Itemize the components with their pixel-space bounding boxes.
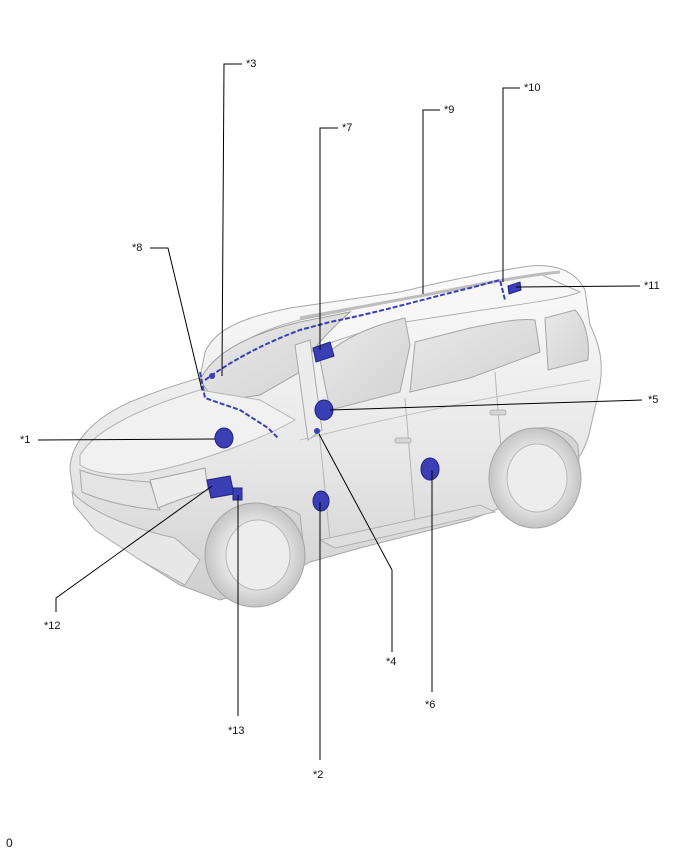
leader-9 <box>422 109 440 294</box>
door-line-front <box>317 419 331 541</box>
component-6-speaker <box>420 457 440 481</box>
callout-label-10: *10 <box>524 82 541 94</box>
callout-label-8: *8 <box>132 242 143 254</box>
leader-lines <box>37 63 643 760</box>
leader-8 <box>150 247 203 391</box>
component-3-sensor <box>209 373 215 379</box>
leader-3 <box>221 63 242 377</box>
door-line-mid <box>404 397 416 521</box>
figure-code: 0 <box>6 836 13 850</box>
door-handle-rear <box>489 409 507 416</box>
a-pillar <box>294 339 323 441</box>
leader-10 <box>502 87 520 282</box>
vehicle-body <box>69 265 602 608</box>
rear-wheel-rim <box>506 443 568 513</box>
callout-label-5: *5 <box>648 394 659 406</box>
leader-12 <box>55 485 213 612</box>
callout-label-3: *3 <box>246 58 257 70</box>
side-step <box>318 504 497 549</box>
callout-label-11: *11 <box>644 280 660 292</box>
callout-label-2: *2 <box>313 769 324 781</box>
callout-label-7: *7 <box>342 122 353 134</box>
component-7-module <box>312 341 335 363</box>
leader-7 <box>319 127 338 350</box>
component-1-speaker <box>214 427 234 449</box>
front-grille <box>79 469 161 511</box>
component-2-speaker <box>312 490 330 512</box>
component-4-sensor <box>314 428 320 434</box>
callout-label-9: *9 <box>444 104 455 116</box>
front-wheel-rim <box>225 519 291 591</box>
door-handle-front <box>394 437 412 444</box>
wire-harness <box>199 278 506 439</box>
side-window-rear <box>409 319 541 393</box>
headlight <box>149 467 209 509</box>
beltline <box>299 379 591 441</box>
callout-label-4: *4 <box>386 656 397 668</box>
leader-11 <box>515 285 641 288</box>
callout-label-13: *13 <box>228 725 245 737</box>
leader-4 <box>318 433 393 652</box>
callout-label-1: *1 <box>20 434 31 446</box>
callout-label-6: *6 <box>425 699 436 711</box>
side-window-quarter <box>544 309 589 371</box>
component-11-amplifier <box>507 281 522 295</box>
front-bumper <box>71 490 201 586</box>
components <box>199 278 522 512</box>
leader-5 <box>329 399 643 411</box>
leader-1 <box>37 438 216 441</box>
callout-label-12: *12 <box>44 620 61 632</box>
